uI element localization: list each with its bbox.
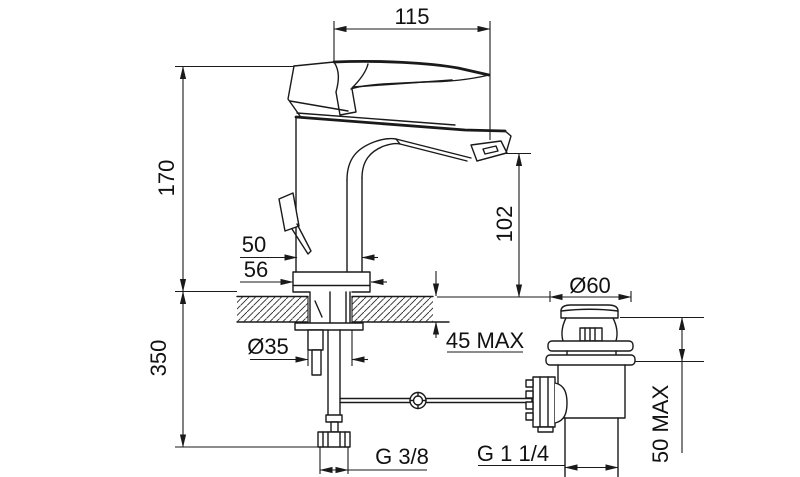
supply-pipe (327, 329, 341, 416)
thread-mark (314, 300, 323, 318)
drain-flange-upper (547, 340, 634, 352)
knurl-lines (539, 376, 549, 428)
dim-label-g38: G 3/8 (375, 444, 429, 469)
hose-nut (317, 431, 351, 448)
drain-slot-block (579, 327, 603, 342)
drain-cap (560, 304, 619, 319)
pipe-collar (325, 414, 343, 423)
stud-tail (311, 349, 322, 376)
head-left-edge (287, 65, 301, 117)
handle-top-edge (332, 59, 491, 77)
dimension-deck-thickness: 45 MAX (432, 271, 525, 353)
drain-cap-inner (560, 308, 619, 312)
drain-nut-foot (537, 426, 554, 433)
linkage-rod (339, 391, 533, 410)
drain-slot-lines (584, 327, 596, 342)
drain-knurl-nut (532, 376, 556, 428)
dim-label-35: Ø35 (247, 334, 289, 359)
handle-neck (335, 88, 357, 116)
counter-hatch-left (237, 296, 308, 322)
dimension-hole-diameter: Ø35 (247, 334, 368, 363)
dim-label-50max: 50 MAX (648, 385, 673, 464)
dim-label-45max: 45 MAX (446, 328, 525, 353)
dimension-spout-height: 102 (437, 152, 550, 298)
spout-underside-back (361, 142, 468, 179)
dim-label-115: 115 (394, 4, 429, 29)
dim-label-102: 102 (492, 206, 517, 243)
dimension-waste-diameter: Ø60 (549, 273, 632, 302)
knurl-tooth (525, 401, 534, 410)
drain-ball-joint (554, 382, 568, 424)
handle-blade-seam (352, 79, 453, 88)
rod-joint-cross (409, 391, 427, 410)
mounting-hardware (294, 291, 364, 376)
counter-section (236, 295, 450, 366)
dimension-under-counter: 350 (146, 291, 318, 448)
pop-up-lever (278, 192, 312, 255)
head-top-edge (293, 61, 335, 67)
dimension-waste-thread: G 1 1/4 (477, 441, 619, 471)
knurl-tooth (525, 379, 534, 388)
mounting-nut (307, 329, 324, 351)
head-bottom-edge (296, 112, 456, 126)
pop-up-knob (278, 192, 300, 232)
dim-label-g114: G 1 1/4 (477, 441, 549, 466)
spout-top-edge (294, 115, 507, 133)
dimension-waste-deck-max: 50 MAX (620, 316, 704, 464)
drain-flange-lower (545, 354, 636, 366)
drain-neck (561, 317, 618, 342)
aerator-slot (482, 145, 499, 155)
spout-seam (395, 138, 401, 145)
dim-label-170: 170 (154, 160, 179, 197)
drain-assembly (525, 304, 636, 477)
dim-label-50: 50 (242, 232, 266, 257)
dimension-spout-reach: 115 (333, 4, 491, 140)
spout-underside-front (346, 137, 472, 181)
mounting-washer (294, 322, 364, 331)
handle-front-curve (333, 61, 340, 93)
dimension-base-width: 56 (240, 257, 387, 286)
knurl-tooth (525, 412, 534, 421)
threaded-shank (309, 291, 331, 324)
dimension-supply-thread: G 3/8 (319, 444, 429, 474)
handle-neck-seam (351, 63, 369, 89)
hose-nut-knurl (322, 431, 346, 448)
pipe-neck (330, 421, 339, 433)
faucet-handle (332, 59, 491, 116)
ext-lines-50max (620, 316, 704, 363)
pop-up-rod-upper (345, 291, 351, 324)
faucet-body (287, 61, 512, 293)
dimension-body-width: 50 (240, 232, 378, 261)
dim-label-350: 350 (146, 340, 171, 377)
supply-connector (317, 329, 351, 448)
pop-up-rod-tip (291, 223, 312, 255)
counter-hatch-right (352, 296, 433, 322)
dim-label-56: 56 (244, 257, 268, 282)
dim-label-60: Ø60 (569, 273, 611, 298)
knurl-tooth (525, 390, 534, 399)
